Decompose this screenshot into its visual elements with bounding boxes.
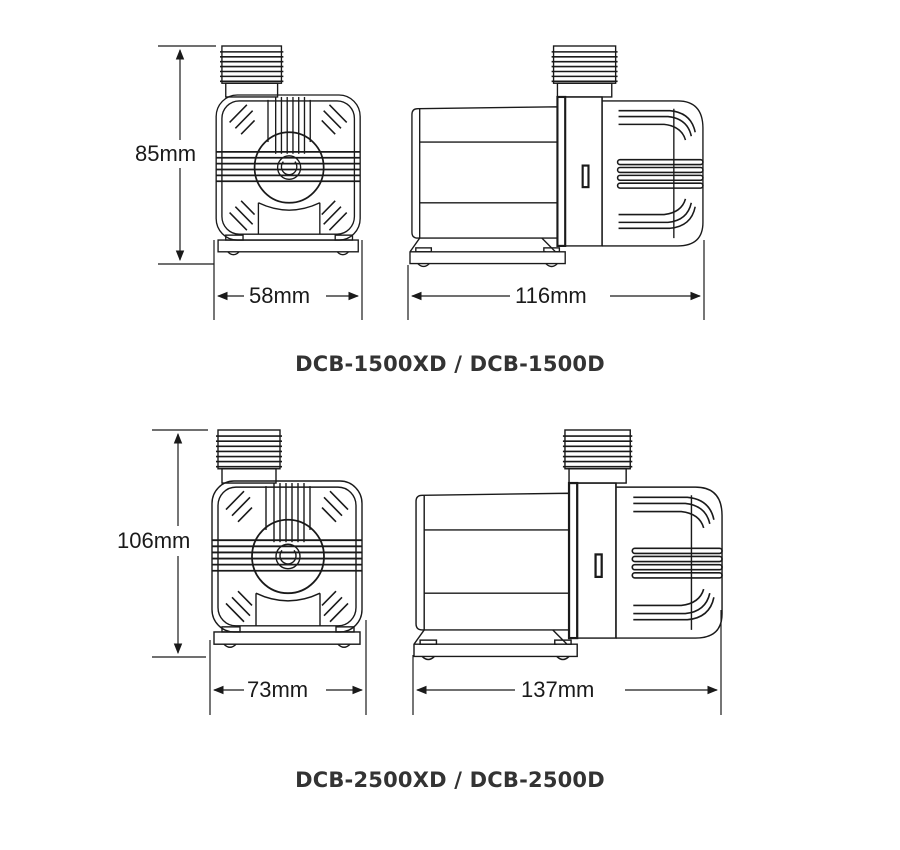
- height-dimension-2500: [152, 429, 208, 658]
- length-dimension-2500: [412, 610, 722, 715]
- model-title-2500: DCB-2500XD / DCB-2500D: [295, 768, 605, 792]
- model-title-1500: DCB-1500XD / DCB-1500D: [295, 352, 605, 376]
- width-label-2500: 73mm: [244, 678, 312, 702]
- width-label-1500: 58mm: [246, 284, 314, 308]
- length-label-2500: 137mm: [518, 678, 598, 702]
- height-dimension-1500: [158, 45, 216, 265]
- side-view-1500: [408, 44, 705, 268]
- front-view-1500: [215, 45, 362, 256]
- width-dimension-2500: [209, 620, 367, 715]
- front-view-2500: [211, 429, 363, 649]
- length-label-1500: 116mm: [512, 284, 590, 308]
- height-label-1500: 85mm: [132, 142, 200, 166]
- side-view-2500: [412, 428, 724, 661]
- width-dimension-1500: [213, 240, 363, 320]
- height-label-2500: 106mm: [114, 529, 194, 553]
- length-dimension-1500: [407, 240, 705, 320]
